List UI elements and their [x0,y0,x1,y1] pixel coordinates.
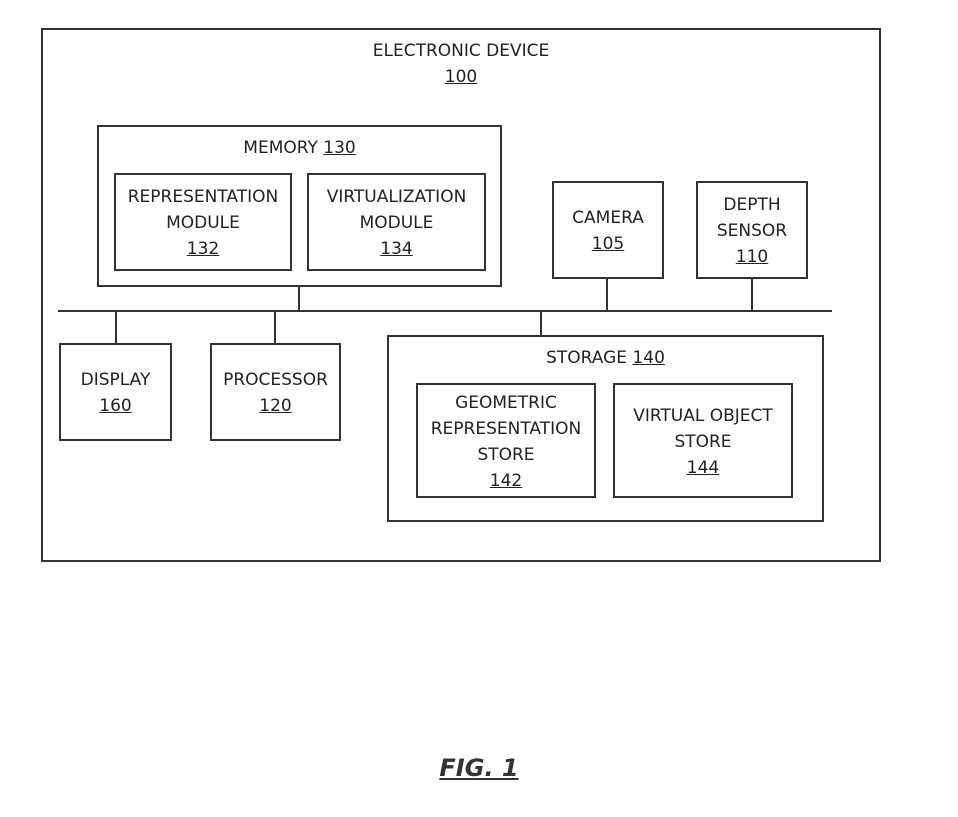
storage-label: STORAGE 140 [389,345,822,371]
virtualization-module-ref: 134 [380,239,413,259]
processor-label: PROCESSOR 120 [212,367,339,419]
memory-label: MEMORY 130 [99,135,500,161]
virtual-object-store-ref: 144 [686,458,720,478]
depth-sensor-label: DEPTH SENSOR 110 [698,192,806,270]
virtualization-module-label: VIRTUALIZATION MODULE 134 [309,184,484,262]
processor-ref: 120 [259,396,292,416]
geometric-representation-store-label: GEOMETRIC REPRESENTATION STORE 142 [418,390,594,494]
display-ref: 160 [99,396,132,416]
depth-sensor-box: DEPTH SENSOR 110 [696,181,808,279]
bus-link-display [115,311,117,344]
electronic-device-ref: 100 [444,67,478,87]
camera-title: CAMERA [572,208,644,228]
electronic-device-title: ELECTRONIC DEVICE [372,41,550,61]
representation-module-label: REPRESENTATION MODULE 132 [116,184,290,262]
geometric-store-line2: REPRESENTATION [430,419,582,439]
processor-box: PROCESSOR 120 [210,343,341,441]
camera-box: CAMERA 105 [552,181,664,279]
figure-label: FIG. 1 [439,754,519,782]
geometric-representation-store-box: GEOMETRIC REPRESENTATION STORE 142 [416,383,596,498]
memory-title: MEMORY [243,138,318,158]
geometric-store-line1: GEOMETRIC [455,393,557,413]
depth-sensor-line2: SENSOR [716,221,788,241]
virtual-object-store-label: VIRTUAL OBJECT STORE 144 [615,403,791,481]
virtual-object-store-box: VIRTUAL OBJECT STORE 144 [613,383,793,498]
bus-link-camera [606,278,608,311]
virtual-object-store-line2: STORE [674,432,732,452]
virtual-object-store-line1: VIRTUAL OBJECT [633,406,773,426]
storage-ref: 140 [632,348,665,368]
depth-sensor-ref: 110 [735,247,769,267]
processor-title: PROCESSOR [223,370,328,390]
geometric-store-ref: 142 [489,471,523,491]
bus-link-storage [540,311,542,336]
display-box: DISPLAY 160 [59,343,172,441]
display-label: DISPLAY 160 [61,367,170,419]
representation-module-ref: 132 [186,239,220,259]
depth-sensor-line1: DEPTH [723,195,781,215]
representation-module-line1: REPRESENTATION [127,187,279,207]
camera-label: CAMERA 105 [554,205,662,257]
virtualization-module-line1: VIRTUALIZATION [326,187,467,207]
storage-title: STORAGE [546,348,628,368]
bus-link-depth-sensor [751,278,753,311]
representation-module-box: REPRESENTATION MODULE 132 [114,173,292,271]
geometric-store-line3: STORE [477,445,535,465]
virtualization-module-box: VIRTUALIZATION MODULE 134 [307,173,486,271]
display-title: DISPLAY [80,370,151,390]
representation-module-line2: MODULE [166,213,240,233]
virtualization-module-line2: MODULE [359,213,434,233]
memory-ref: 130 [323,138,356,158]
system-bus [58,310,832,312]
bus-link-memory [298,286,300,311]
bus-link-processor [274,311,276,344]
electronic-device-label: ELECTRONIC DEVICE 100 [43,38,879,90]
camera-ref: 105 [591,234,625,254]
